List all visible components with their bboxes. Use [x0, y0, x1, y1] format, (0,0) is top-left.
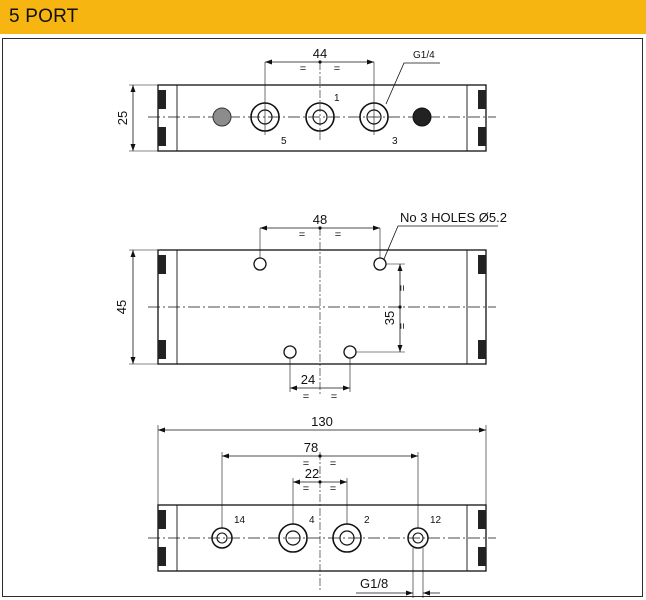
equal-mark: =	[330, 483, 336, 495]
dim-35-label: 35	[382, 311, 397, 325]
dim-130-label: 130	[311, 414, 333, 429]
port-label-4: 4	[309, 515, 315, 526]
mounting-hole	[283, 345, 297, 359]
port-1-outer	[305, 102, 335, 132]
mounting-hole	[373, 257, 387, 271]
port-label-3: 3	[392, 136, 398, 147]
port-12-inner	[412, 532, 424, 544]
end-screw-left-bottom	[158, 340, 166, 359]
equal-mark: =	[330, 458, 336, 470]
dim-45-label: 45	[114, 300, 129, 314]
equal-mark: =	[299, 229, 305, 241]
end-screw-left-top	[158, 90, 166, 109]
equal-mark: =	[303, 458, 309, 470]
top-view-labels: 44 = = 25 G1/4 1 5 3	[115, 46, 435, 147]
dim-48-label: 48	[313, 212, 327, 227]
end-screw-right-bottom	[478, 547, 486, 566]
end-screw-left-top	[158, 255, 166, 274]
dim-78-label: 78	[304, 440, 318, 455]
dim-25-label: 25	[115, 111, 130, 125]
end-screw-left-bottom	[158, 547, 166, 566]
end-screw-left-top	[158, 510, 166, 529]
end-screw-left-bottom	[158, 127, 166, 146]
end-screw-right-bottom	[478, 127, 486, 146]
mounting-hole	[253, 257, 267, 271]
port-label-2: 2	[364, 515, 370, 526]
mounting-hole	[343, 345, 357, 359]
holes-label: No 3 HOLES Ø5.2	[400, 210, 507, 225]
thread-leader-g14	[385, 62, 440, 105]
end-screw-right-bottom	[478, 340, 486, 359]
equal-mark: =	[303, 391, 309, 403]
valve-body-outline	[157, 84, 487, 152]
grey-plug	[212, 107, 232, 127]
dim-44-label: 44	[313, 46, 327, 61]
port-2-inner	[339, 530, 355, 546]
page-title: 5 PORT	[9, 6, 79, 27]
port-label-14: 14	[234, 515, 246, 526]
equal-mark: =	[335, 229, 341, 241]
equal-mark: =	[397, 323, 409, 329]
black-plug	[412, 107, 432, 127]
middle-view-labels: 48 = = No 3 HOLES Ø5.2 45 35 = = 24 = =	[114, 210, 507, 403]
port-4-inner	[285, 530, 301, 546]
dim-24-label: 24	[301, 372, 315, 387]
equal-mark: =	[331, 391, 337, 403]
port-label-5: 5	[281, 136, 287, 147]
equal-mark: =	[303, 483, 309, 495]
bottom-view	[148, 425, 496, 598]
holes-leader	[383, 225, 498, 260]
header-bar: 5 PORT	[0, 0, 646, 34]
top-view	[129, 59, 496, 152]
equal-mark: =	[334, 63, 340, 75]
end-screw-right-top	[478, 90, 486, 109]
drawing-frame	[2, 38, 643, 597]
equal-mark: =	[397, 285, 409, 291]
port-14-inner	[216, 532, 228, 544]
port-label-1: 1	[334, 93, 340, 104]
dim-22-label: 22	[305, 466, 319, 481]
middle-view	[129, 225, 498, 396]
end-screw-right-top	[478, 255, 486, 274]
equal-mark: =	[300, 63, 306, 75]
thread-label-g14: G1/4	[413, 50, 435, 61]
thread-label-g18: G1/8	[360, 576, 388, 591]
end-screw-right-top	[478, 510, 486, 529]
bottom-view-labels: 130 78 = = 22 = = G1/8 14 4 2 12	[234, 414, 442, 591]
port-label-12: 12	[430, 515, 442, 526]
